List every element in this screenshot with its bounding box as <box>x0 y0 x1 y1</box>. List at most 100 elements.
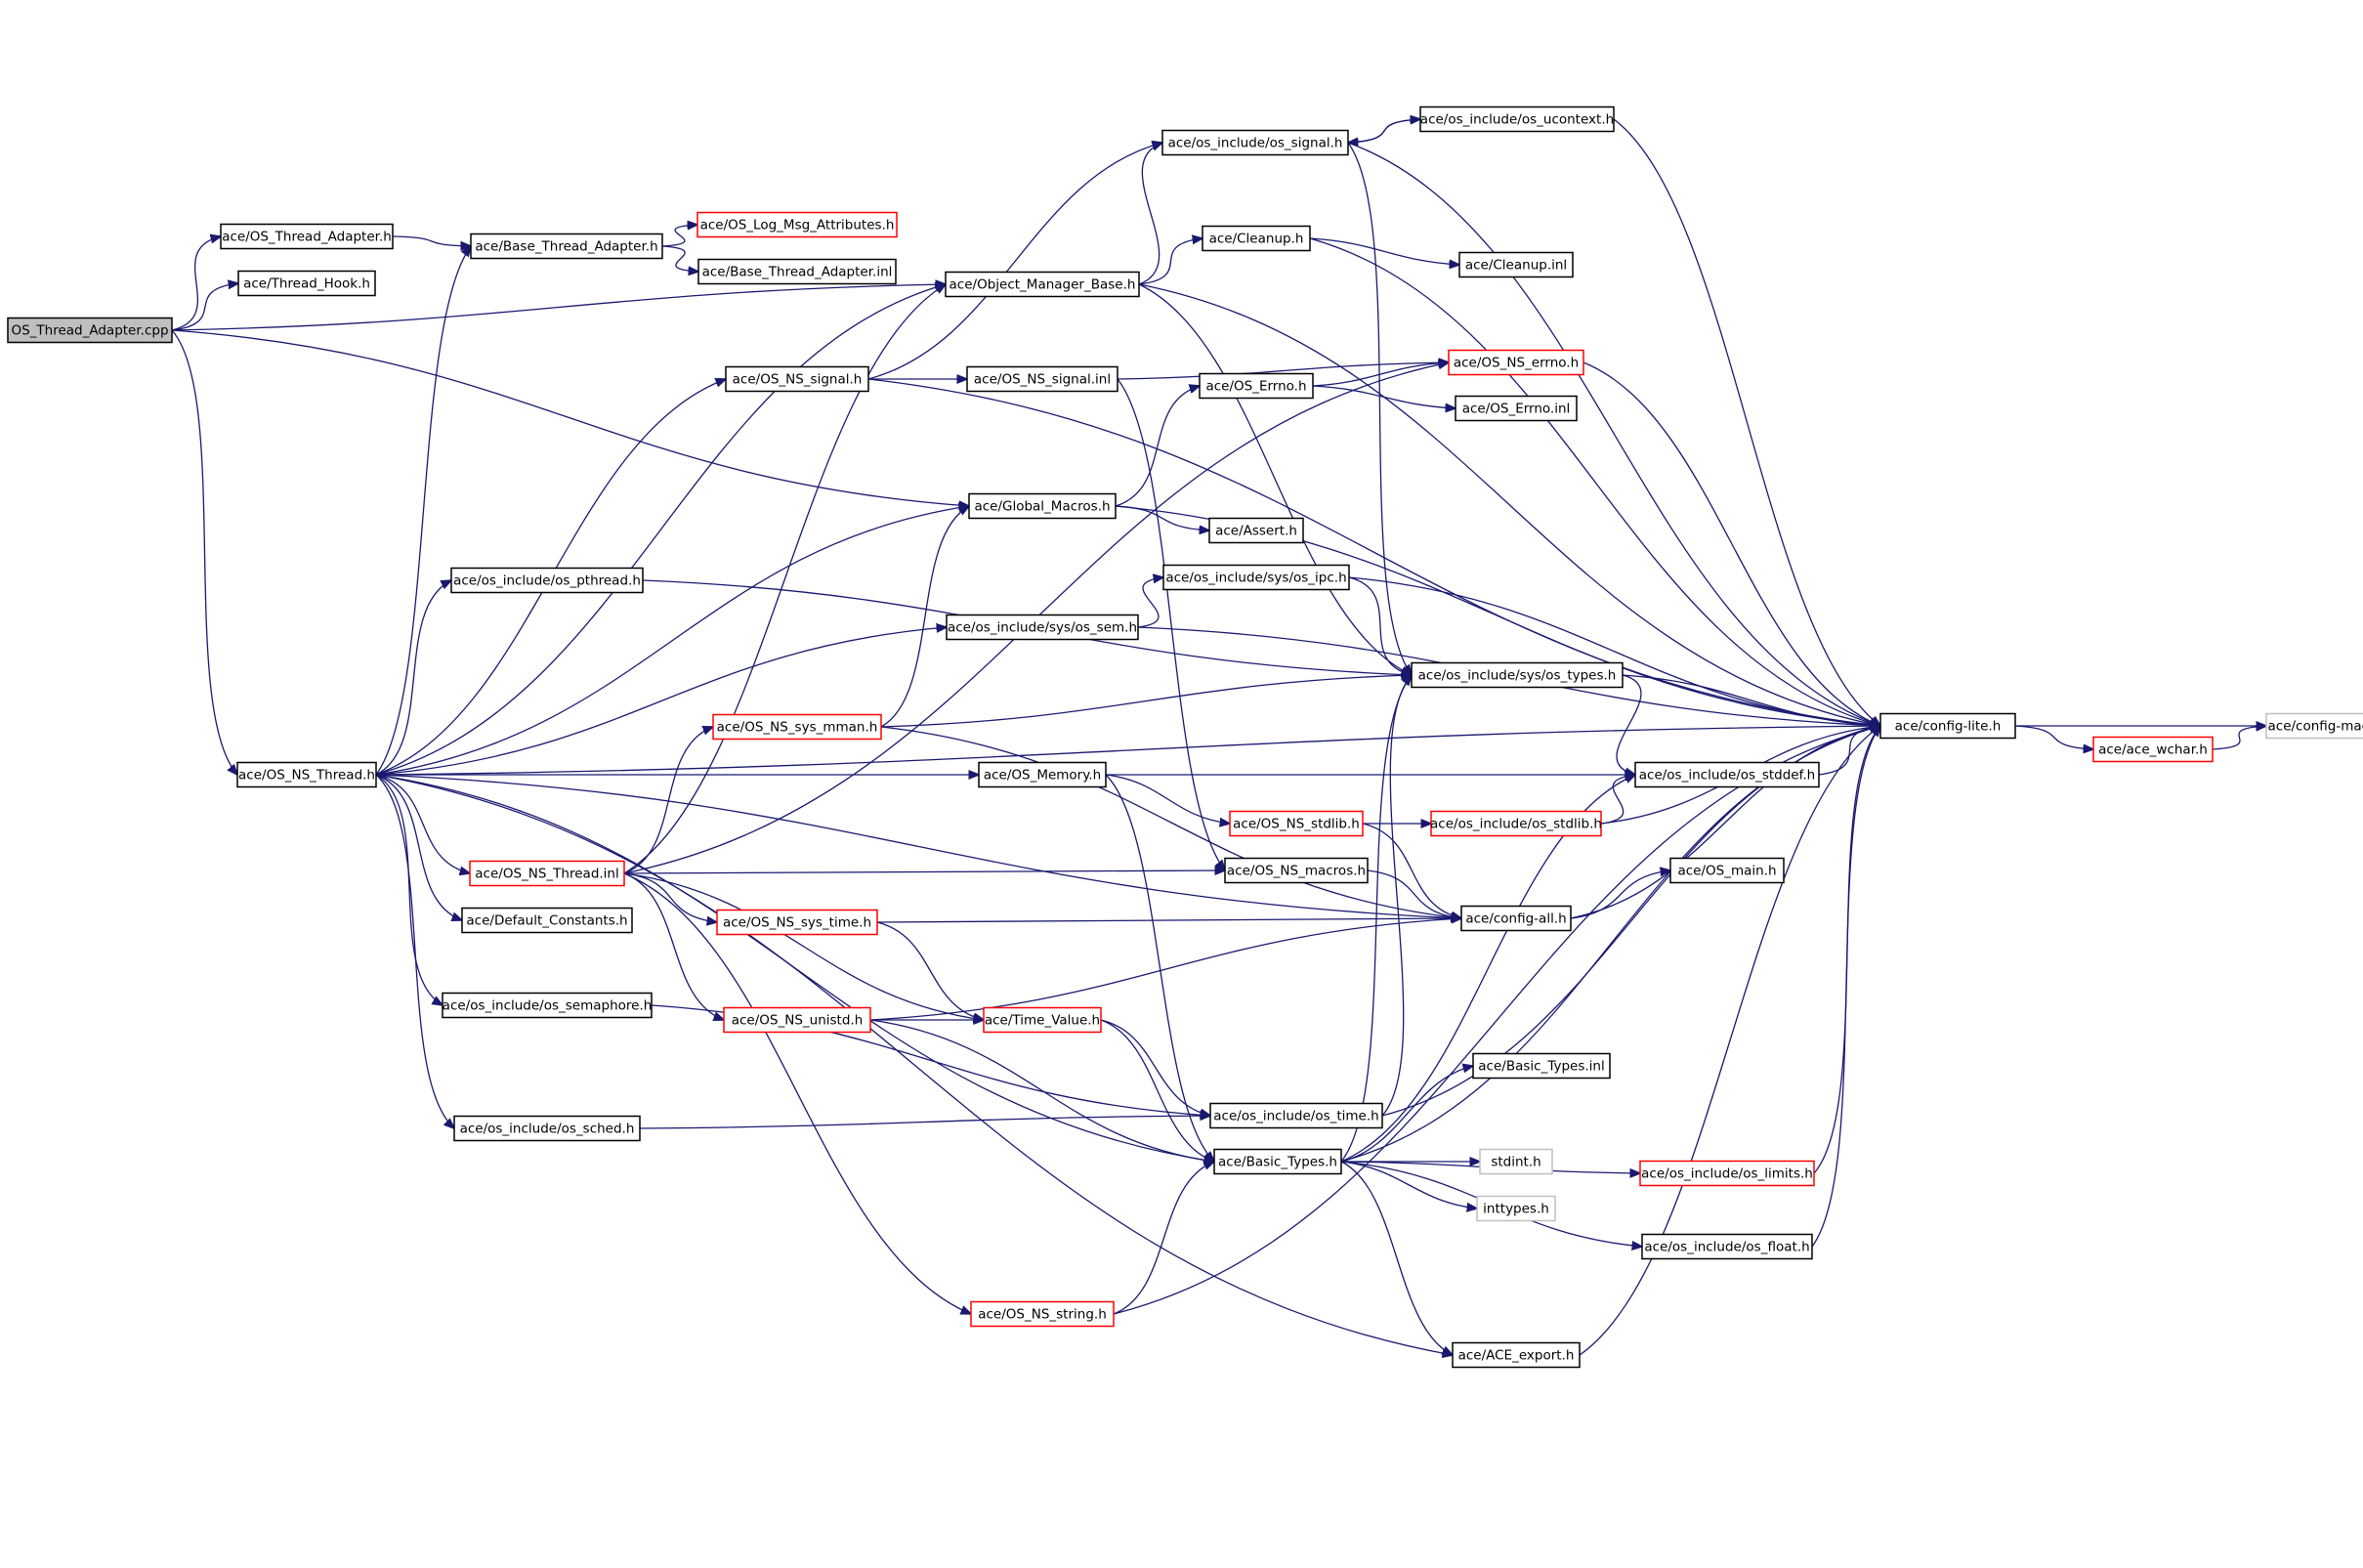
node-box <box>1879 712 2016 740</box>
edge-gmacros-to-errno_h <box>1115 386 1200 507</box>
node-cfgall[interactable]: ace/config-all.h <box>1460 905 1572 932</box>
node-box <box>1199 372 1314 400</box>
node-timevalue[interactable]: ace/Time_Value.h <box>983 1006 1102 1034</box>
edge-float-to-cfglite <box>1811 726 1880 1248</box>
node-box <box>1476 1195 1556 1222</box>
node-box <box>1208 517 1304 544</box>
node-box <box>1213 1148 1342 1175</box>
node-label: ace/ACE_export.h <box>1458 1348 1575 1364</box>
edge-nsthread_inl-to-nsmacros <box>623 870 1225 873</box>
node-btypes[interactable]: ace/Basic_Types.h <box>1213 1148 1342 1175</box>
node-ipc[interactable]: ace/os_include/sys/os_ipc.h <box>1162 564 1350 591</box>
node-box <box>220 223 394 250</box>
node-cleanup-inl[interactable]: ace/Cleanup.inl <box>1458 251 1574 278</box>
node-box <box>1161 129 1349 156</box>
node-label: ace/Base_Thread_Adapter.inl <box>702 265 893 280</box>
edge-nsthread-to-bta_h <box>375 246 471 776</box>
node-systypes[interactable]: ace/os_include/sys/os_types.h <box>1411 661 1624 689</box>
node-box <box>945 271 1140 298</box>
node-errno-inl[interactable]: ace/OS_Errno.inl <box>1455 395 1578 422</box>
node-btypes-inl[interactable]: ace/Basic_Types.inl <box>1472 1052 1611 1080</box>
node-stdint[interactable]: stdint.h <box>1479 1148 1553 1175</box>
node-ucontext[interactable]: ace/os_include/os_ucontext.h <box>1419 106 1615 133</box>
edge-omb-to-cleanup_h <box>1138 238 1203 285</box>
node-cfglite[interactable]: ace/config-lite.h <box>1879 712 2016 740</box>
node-unistd[interactable]: ace/OS_NS_unistd.h <box>723 1006 871 1034</box>
node-aceexport[interactable]: ace/ACE_export.h <box>1452 1341 1581 1369</box>
node-omb[interactable]: ace/Object_Manager_Base.h <box>945 271 1140 298</box>
node-label: ace/OS_NS_signal.h <box>733 372 863 388</box>
node-box <box>1458 251 1574 278</box>
node-nssig-h[interactable]: ace/OS_NS_signal.h <box>725 365 869 393</box>
node-sched[interactable]: ace/os_include/os_sched.h <box>453 1115 641 1142</box>
node-logmsg[interactable]: ace/OS_Log_Msg_Attributes.h <box>696 211 898 238</box>
node-sem[interactable]: ace/os_include/sys/os_sem.h <box>946 614 1139 641</box>
node-osstdlib[interactable]: ace/os_include/os_stdlib.h <box>1430 810 1602 837</box>
node-label: OS_Thread_Adapter.cpp <box>11 323 168 339</box>
edge-cfgall-to-osmain <box>1570 870 1670 919</box>
node-box <box>696 211 898 238</box>
node-label: stdint.h <box>1491 1155 1540 1170</box>
edge-nssig_h-to-ossig <box>867 143 1162 380</box>
node-errno-h[interactable]: ace/OS_Errno.h <box>1199 372 1314 400</box>
node-osmain[interactable]: ace/OS_main.h <box>1669 857 1785 884</box>
node-nserrno[interactable]: ace/OS_NS_errno.h <box>1448 349 1584 376</box>
node-stddef[interactable]: ace/os_include/os_stddef.h <box>1634 761 1820 788</box>
node-semaphore[interactable]: ace/os_include/os_semaphore.h <box>442 992 653 1019</box>
node-label: ace/OS_Errno.h <box>1205 379 1306 395</box>
node-label: ace/os_include/sys/os_ipc.h <box>1165 571 1346 586</box>
edge-nsthread-to-gmacros <box>375 506 969 776</box>
node-label: inttypes.h <box>1483 1202 1549 1217</box>
node-label: ace/OS_NS_string.h <box>978 1307 1107 1323</box>
node-nsstring[interactable]: ace/OS_NS_string.h <box>970 1300 1115 1328</box>
node-box <box>1209 1102 1383 1129</box>
edge-nsmacros-to-cfgall <box>1367 869 1461 918</box>
node-root[interactable]: OS_Thread_Adapter.cpp <box>7 317 173 344</box>
edge-root-to-gmacros <box>171 329 969 506</box>
node-pthread[interactable]: ace/os_include/os_pthread.h <box>450 567 644 594</box>
node-nssig-inl[interactable]: ace/OS_NS_signal.inl <box>966 365 1118 393</box>
node-float[interactable]: ace/os_include/os_float.h <box>1641 1233 1813 1260</box>
node-defconst[interactable]: ace/Default_Constants.h <box>461 907 633 934</box>
node-box <box>1162 564 1350 591</box>
node-ostime[interactable]: ace/os_include/os_time.h <box>1209 1102 1383 1129</box>
node-nsthread[interactable]: ace/OS_NS_Thread.h <box>236 761 377 788</box>
node-label: ace/OS_NS_macros.h <box>1227 864 1366 879</box>
edge-aceexport-to-cfglite <box>1579 726 1880 1356</box>
node-label: ace/OS_Thread_Adapter.h <box>222 230 392 245</box>
edge-nsthread-to-nsthread_inl <box>375 774 470 873</box>
node-inttypes[interactable]: inttypes.h <box>1476 1195 1556 1222</box>
node-box <box>1455 395 1578 422</box>
node-ossig[interactable]: ace/os_include/os_signal.h <box>1161 129 1349 156</box>
node-systime[interactable]: ace/OS_NS_sys_time.h <box>716 909 878 936</box>
node-memory[interactable]: ace/OS_Memory.h <box>978 761 1107 788</box>
node-box <box>2092 736 2214 763</box>
node-gmacros[interactable]: ace/Global_Macros.h <box>968 492 1117 520</box>
node-assert[interactable]: ace/Assert.h <box>1208 517 1304 544</box>
edge-gmacros-to-assert <box>1115 505 1209 530</box>
node-box <box>1202 225 1311 252</box>
node-label: ace/OS_NS_unistd.h <box>732 1013 864 1029</box>
node-label: ace/os_include/sys/os_types.h <box>1418 668 1617 684</box>
node-bta-h[interactable]: ace/Base_Thread_Adapter.h <box>470 233 663 260</box>
node-wchar[interactable]: ace/ace_wchar.h <box>2092 736 2214 763</box>
node-box <box>1452 1341 1581 1369</box>
node-box <box>978 761 1107 788</box>
edge-nsstring-to-btypes <box>1113 1162 1214 1315</box>
node-nsthread-inl[interactable]: ace/OS_NS_Thread.inl <box>469 860 625 887</box>
edge-btypes-to-stddef <box>1340 775 1635 1163</box>
node-mman[interactable]: ace/OS_NS_sys_mman.h <box>712 713 882 741</box>
node-osta-h[interactable]: ace/OS_Thread_Adapter.h <box>220 223 394 250</box>
node-bta-inl[interactable]: ace/Base_Thread_Adapter.inl <box>697 258 897 285</box>
edge-btypes-to-inttypes <box>1340 1161 1477 1208</box>
node-cfgmacros[interactable]: ace/config-macros.h <box>2265 712 2363 740</box>
node-nsstdlib[interactable]: ace/OS_NS_stdlib.h <box>1229 810 1364 837</box>
node-label: ace/Base_Thread_Adapter.h <box>475 239 657 255</box>
node-limits[interactable]: ace/os_include/os_limits.h <box>1639 1160 1815 1187</box>
node-label: ace/Basic_Types.h <box>1218 1155 1337 1170</box>
node-cleanup-h[interactable]: ace/Cleanup.h <box>1202 225 1311 252</box>
edge-cleanup_h-to-cfglite <box>1309 237 1880 726</box>
node-nsmacros[interactable]: ace/OS_NS_macros.h <box>1224 857 1369 884</box>
node-thook[interactable]: ace/Thread_Hook.h <box>237 270 376 297</box>
edge-nsthread_inl-to-nsstring <box>623 872 971 1314</box>
